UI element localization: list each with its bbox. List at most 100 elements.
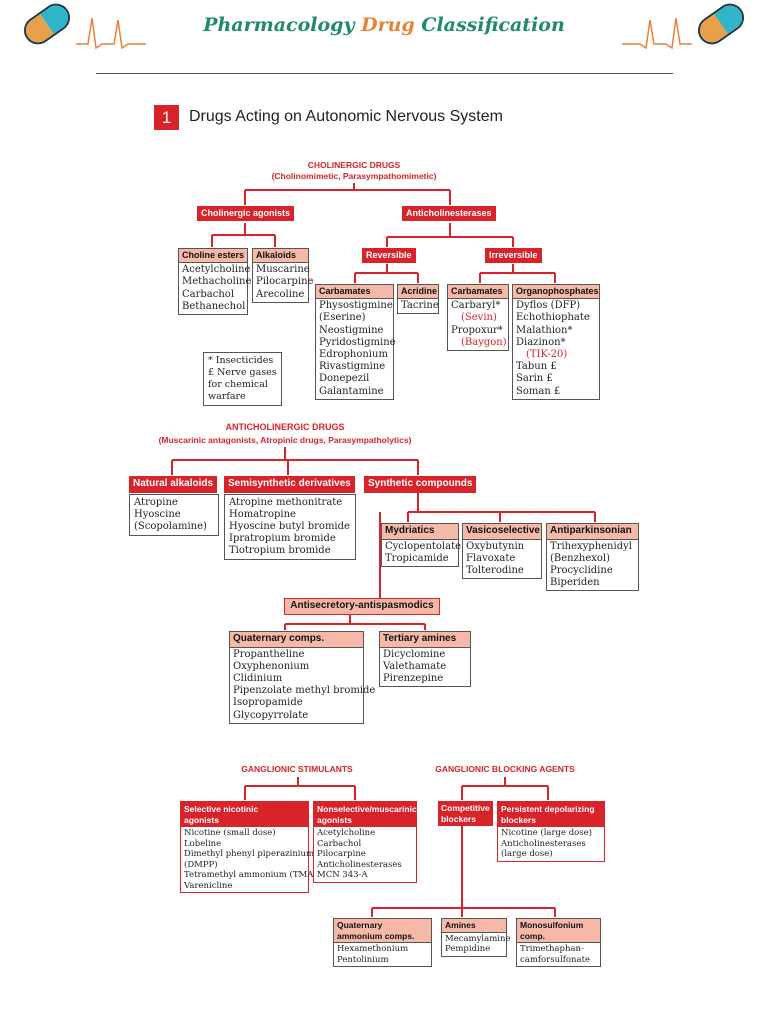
list-item: (Scopolamine) [134, 521, 207, 532]
heading-line: Nonselective/muscarinic [317, 804, 417, 814]
ganglionic-stimulants-title: GANGLIONIC STIMULANTS [241, 764, 353, 774]
list-item: Hyoscine butyl bromide [229, 521, 350, 532]
list-item: Nicotine (small dose) [184, 828, 276, 839]
list-item: Dyflos (DFP) [516, 300, 581, 312]
heading-line: ammonium comps. [337, 930, 415, 941]
list-item: Pentolinium [337, 954, 389, 965]
header-divider [96, 73, 673, 74]
monosulfonium-box: Monosulfonium comp. Trimethaphan- camfor… [516, 918, 601, 968]
nonselective-muscarinic-heading: Nonselective/muscarinic agonists [314, 802, 417, 828]
list-item: Tetramethyl ammonium (TMA) [184, 870, 317, 881]
heading-line: blockers [441, 813, 476, 824]
ecg-wave-icon [76, 17, 146, 50]
list-item: Methacholine [182, 276, 252, 288]
list-item: Edrophonium [319, 349, 388, 361]
cholinergic-title: CHOLINERGIC DRUGS [307, 160, 401, 170]
reversible-box: Reversible [362, 248, 416, 264]
list-item: Ipratropium bromide [229, 533, 336, 544]
list-item: MCN 343-A [317, 870, 368, 881]
list-item: Acetylcholine [317, 828, 376, 839]
list-item: Tacrine [401, 300, 439, 312]
list-item: Galantamine [319, 385, 384, 397]
list-item: Anticholinesterases [317, 859, 402, 870]
natural-alkaloids-list: Atropine Hyoscine (Scopolamine) [129, 494, 219, 536]
tertiary-amines-heading: Tertiary amines [380, 632, 470, 648]
list-item: Flavoxate [466, 552, 516, 564]
semisynthetic-box: Semisynthetic derivatives [224, 476, 355, 493]
list-item: Acetylcholine [182, 264, 251, 276]
persistent-depolarizing-box: Persistent depolarizing blockers Nicotin… [497, 801, 605, 862]
list-item: Hyoscine [134, 509, 181, 520]
vasicoselective-heading: Vasicoselective [463, 524, 541, 540]
list-item: Mecamylamine [445, 933, 511, 944]
list-item: Pipenzolate methyl bromide [233, 685, 376, 697]
list-item: Clidinium [233, 672, 283, 684]
nonselective-muscarinic-box: Nonselective/muscarinic agonists Acetylc… [313, 801, 417, 883]
vasicoselective-box: Vasicoselective Oxybutynin Flavoxate Tol… [462, 523, 542, 580]
quaternary-ammonium-heading: Quaternary ammonium comps. [334, 919, 431, 944]
list-item: Rivastigmine [319, 361, 386, 373]
page-title: Pharmacology Drug Classification [203, 14, 565, 36]
list-item: Pirenzepine [383, 672, 444, 684]
carbamates-irreversible-box: Carbamates Carbaryl* (Sevin) Propoxur* (… [447, 284, 509, 352]
ecg-wave-icon [622, 17, 692, 50]
list-item: Tabun £ [516, 361, 557, 373]
heading-line: Competitive [441, 803, 490, 813]
list-item: Diazinon* [516, 336, 566, 348]
amines-heading: Amines [442, 919, 506, 933]
choline-esters-box: Choline esters Acetylcholine Methacholin… [178, 248, 252, 316]
heading-line: Quaternary [337, 920, 383, 930]
tertiary-amines-box: Tertiary amines Dicyclomine Valethamate … [379, 631, 471, 688]
list-item: Tropicamide [385, 552, 449, 564]
list-item: Donepezil [319, 373, 370, 385]
quaternary-ammonium-box: Quaternary ammonium comps. Hexamethonium… [333, 918, 432, 968]
antiparkinsonian-heading: Antiparkinsonian [547, 524, 638, 540]
antisecretory-box: Antisecretory-antispasmodics [284, 598, 440, 615]
list-item: Echothiophate [516, 312, 590, 324]
list-item: (Eserine) [319, 312, 366, 324]
organophosphates-heading: Organophosphates [513, 285, 599, 300]
heading-line: agonists [317, 814, 352, 825]
list-item: (TIK-20) [526, 349, 568, 361]
heading-line: Selective nicotinic [184, 804, 259, 814]
list-item: Bethanechol [182, 300, 246, 312]
list-item: Trimethaphan- [520, 944, 584, 955]
list-item: Dicyclomine [383, 648, 446, 660]
list-item: Carbachol [317, 838, 362, 849]
antiparkinsonian-box: Antiparkinsonian Trihexyphenidyl (Benzhe… [546, 523, 639, 592]
alkaloids-heading: Alkaloids [253, 249, 308, 264]
list-item: Dimethyl phenyl piperazinium [184, 849, 315, 860]
list-item: Physostigmine [319, 300, 393, 312]
list-item: Trihexyphenidyl [550, 540, 632, 552]
list-item: Atropine methonitrate [229, 497, 343, 508]
natural-alkaloids-box: Natural alkaloids [129, 476, 218, 493]
footnote-box: * Insecticides £ Nerve gases for chemica… [203, 352, 282, 406]
list-item: Biperiden [550, 577, 600, 589]
list-item: Pyridostigmine [319, 336, 396, 348]
list-item: Arecoline [256, 288, 305, 300]
list-item: Malathion* [516, 324, 573, 336]
list-item: Nicotine (large dose) [501, 828, 592, 839]
list-item: Muscarine [256, 264, 310, 276]
acridine-heading: Acridine [398, 285, 438, 300]
list-item: Anticholinesterases [501, 838, 586, 849]
list-item: Tolterodine [466, 564, 524, 576]
quaternary-comps-box: Quaternary comps. Propantheline Oxypheno… [229, 631, 376, 724]
selective-nicotinic-heading: Selective nicotinic agonists [181, 802, 308, 828]
footnote-line: for chemical [208, 379, 268, 390]
footnote-line: warfare [208, 391, 246, 402]
persistent-depolarizing-heading: Persistent depolarizing blockers [498, 802, 604, 828]
acridine-box: Acridine Tacrine [397, 284, 439, 315]
carbamates-heading: Carbamates [448, 285, 508, 300]
carbamates-reversible-box: Carbamates Physostigmine (Eserine) Neost… [315, 284, 396, 400]
anticholinesterases-box: Anticholinesterases [402, 206, 496, 222]
choline-esters-heading: Choline esters [179, 249, 247, 264]
list-item: Carbachol [182, 288, 235, 300]
list-item: Varenicline [184, 880, 233, 891]
mydriatics-box: Mydriatics Cyclopentolate Tropicamide [381, 523, 461, 567]
list-item: Tiotropium bromide [229, 545, 331, 556]
list-item: Sarin £ [516, 373, 553, 385]
ganglionic-blocking-title: GANGLIONIC BLOCKING AGENTS [435, 764, 575, 774]
list-item: Glycopyrrolate [233, 709, 309, 721]
cholinergic-agonists-box: Cholinergic agonists [197, 206, 295, 222]
